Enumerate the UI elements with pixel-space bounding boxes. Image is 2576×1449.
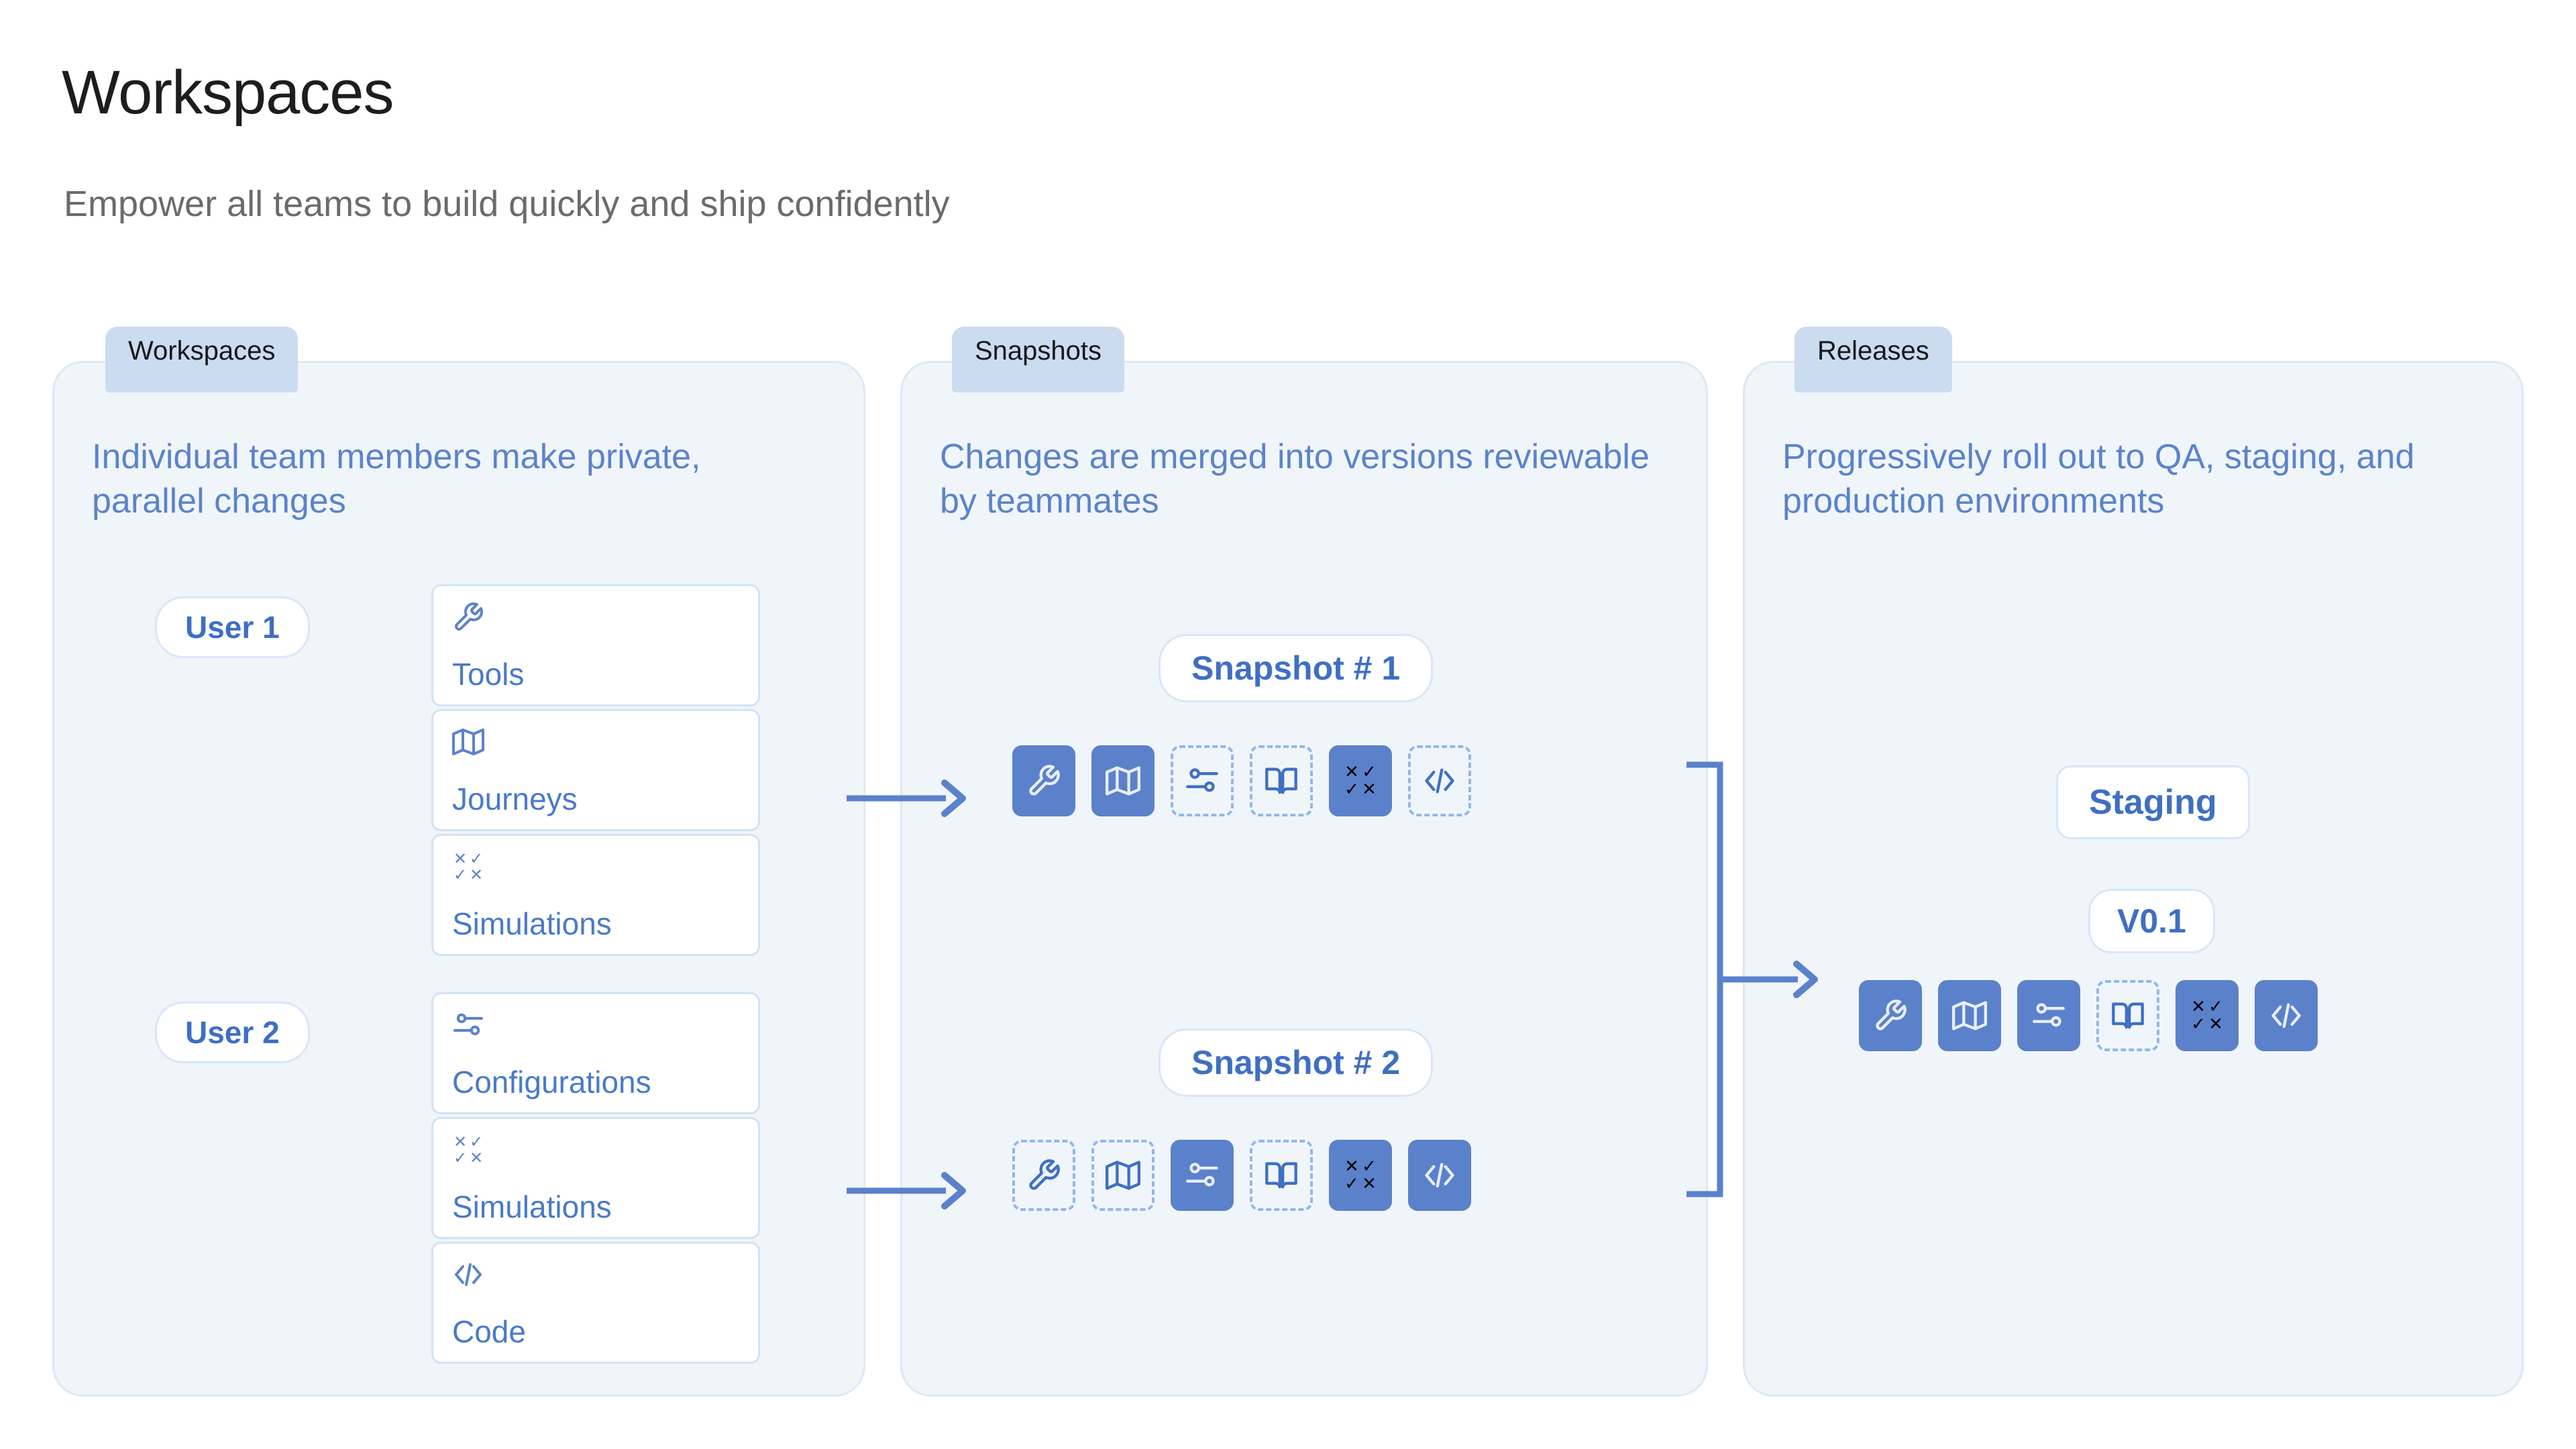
tile-code[interactable] [2255,980,2318,1051]
pill-version[interactable]: V0.1 [2088,889,2215,953]
tile-configurations[interactable] [2017,980,2080,1051]
panel-snapshots: Snapshots Changes are merged into versio… [900,327,1708,1397]
tile-row-snapshot-1: ✕✓ ✓✕ [1012,745,1471,816]
card-label: Configurations [452,1065,651,1099]
tile-wrench[interactable] [1859,980,1922,1051]
panel-tab-workspaces[interactable]: Workspaces [105,327,299,392]
panel-workspaces: Workspaces Individual team members make … [52,327,865,1397]
panel-releases: Releases Progressively roll out to QA, s… [1743,327,2524,1397]
pill-user-1[interactable]: User 1 [155,596,310,658]
map-icon [452,726,484,758]
pill-staging[interactable]: Staging [2056,765,2250,839]
page-subtitle: Empower all teams to build quickly and s… [64,184,950,224]
card-label: Simulations [452,1189,612,1224]
card-simulations-user1[interactable]: ✕✓ ✓✕ Simulations [431,834,760,956]
tile-configurations[interactable] [1171,1140,1234,1211]
tile-simulations[interactable]: ✕✓ ✓✕ [1329,1140,1392,1211]
tile-simulations[interactable]: ✕✓ ✓✕ [1329,745,1392,816]
card-label: Code [452,1314,526,1349]
tile-book[interactable] [1250,1140,1313,1211]
tile-map[interactable] [1091,745,1155,816]
tile-book[interactable] [2096,980,2159,1051]
card-configurations[interactable]: Configurations [431,992,760,1114]
card-label: Journeys [452,782,578,816]
card-simulations-user2[interactable]: ✕✓ ✓✕ Simulations [431,1117,760,1239]
card-code[interactable]: Code [431,1242,760,1364]
tile-code[interactable] [1408,1140,1471,1211]
panel-description-snapshots: Changes are merged into versions reviewa… [940,437,1650,521]
tile-map[interactable] [1091,1140,1155,1211]
tile-wrench[interactable] [1012,1140,1075,1211]
pill-snapshot-1[interactable]: Snapshot # 1 [1159,634,1434,702]
panel-description-releases: Progressively roll out to QA, staging, a… [1782,437,2415,521]
tile-configurations[interactable] [1171,745,1234,816]
page-title: Workspaces [62,58,394,127]
simulations-icon: ✕✓ ✓✕ [453,1132,484,1167]
simulations-icon: ✕✓ ✓✕ [453,849,484,884]
tile-code[interactable] [1408,745,1471,816]
tile-row-snapshot-2: ✕✓ ✓✕ [1012,1140,1471,1211]
tile-simulations[interactable]: ✕✓ ✓✕ [2176,980,2239,1051]
pill-snapshot-2[interactable]: Snapshot # 2 [1159,1028,1434,1097]
tile-row-releases: ✕✓ ✓✕ [1859,980,2318,1051]
card-label: Simulations [452,906,612,941]
wrench-icon [452,601,484,633]
code-icon [452,1258,484,1291]
card-journeys[interactable]: Journeys [431,709,760,831]
panel-description-workspaces: Individual team members make private, pa… [92,437,701,521]
tile-wrench[interactable] [1012,745,1075,816]
panel-tab-snapshots[interactable]: Snapshots [952,327,1125,392]
tile-book[interactable] [1250,745,1313,816]
tile-map[interactable] [1938,980,2001,1051]
pill-user-2[interactable]: User 2 [155,1002,310,1063]
card-tools[interactable]: Tools [431,584,760,706]
configurations-icon [452,1009,484,1041]
panel-tab-releases[interactable]: Releases [1794,327,1952,392]
card-label: Tools [452,657,525,692]
